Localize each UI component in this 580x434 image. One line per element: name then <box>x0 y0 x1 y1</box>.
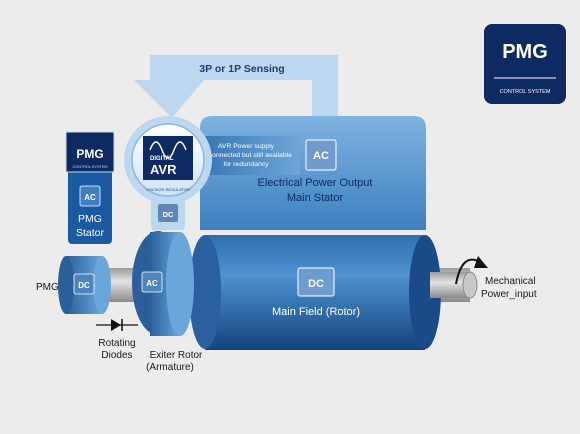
pmg-panel-ac-text: AC <box>84 193 96 202</box>
avr-dc-badge <box>158 204 178 222</box>
main-stator-line2: Main Stator <box>287 192 344 204</box>
avr-note-line3: for redundancy <box>223 161 269 168</box>
rotor-label: Main Field (Rotor) <box>272 306 360 318</box>
avr-line2: AVR <box>150 162 177 177</box>
pmg-rotor-label: PMG <box>36 282 59 293</box>
shaft-end-cap <box>462 271 478 299</box>
avr-caption: VOLTAGE REGULATOR <box>146 187 190 192</box>
sensing-label: 3P or 1P Sensing <box>199 63 284 75</box>
exciter-rotor: AC <box>132 231 194 336</box>
sine-wave-icon <box>149 141 187 159</box>
main-field-rotor: DC Main Field (Rotor) <box>189 235 441 350</box>
avr-module: DC DIGITAL AVR VOLTAGE REGULATOR <box>124 116 212 230</box>
sensing-loop: 3P or 1P Sensing <box>134 55 338 118</box>
diodes-line1: Rotating <box>98 338 135 349</box>
main-stator-line1: Electrical Power Output <box>258 177 373 189</box>
logo-caption: CONTROL SYSTEM <box>500 89 551 95</box>
mechanical-line2: Power_input <box>481 289 537 300</box>
exciter-label-line2: (Armature) <box>146 362 194 373</box>
pmg-stator-line2: Stator <box>76 227 105 239</box>
pmg-stator-line1: PMG <box>78 213 102 225</box>
exciter-ac-badge <box>141 271 163 293</box>
pmg-panel-caption: CONTROL SYSTEM <box>72 165 107 169</box>
avr-note: AVR Power supply disconnected but still … <box>186 136 337 175</box>
exciter-ac-text: AC <box>146 279 158 288</box>
mechanical-line1: Mechanical <box>485 276 536 287</box>
rotating-diodes: Rotating Diodes <box>96 319 138 361</box>
rotor-dc-badge <box>297 267 335 297</box>
pmg-panel-ac-badge <box>79 185 101 207</box>
avr-dc-text: DC <box>163 210 174 219</box>
diodes-line2: Diodes <box>101 350 132 361</box>
pmg-logo: PMG CONTROL SYSTEM <box>484 24 566 104</box>
pmg-rotor-dc-badge <box>73 273 95 295</box>
rotation-arrowhead-icon <box>474 256 488 268</box>
rotor-dc-text: DC <box>308 278 324 290</box>
avr-note-line1: AVR Power supply <box>218 143 275 150</box>
logo-brand: PMG <box>502 41 548 63</box>
avr-note-ac-text: AC <box>313 150 329 162</box>
avr-note-ac-badge <box>305 139 337 171</box>
diode-icon <box>111 319 121 331</box>
pmg-rotor: DC <box>58 256 111 314</box>
pmg-panel-brand: PMG <box>76 147 103 161</box>
pmg-rotor-dc-text: DC <box>78 281 90 290</box>
avr-line1: DIGITAL <box>150 156 174 162</box>
pmg-panel: PMG CONTROL SYSTEM AC PMG Stator <box>65 131 115 244</box>
avr-note-line2: disconnected but still available <box>200 152 292 159</box>
exciter-label-line1: Exiter Rotor <box>150 350 203 361</box>
